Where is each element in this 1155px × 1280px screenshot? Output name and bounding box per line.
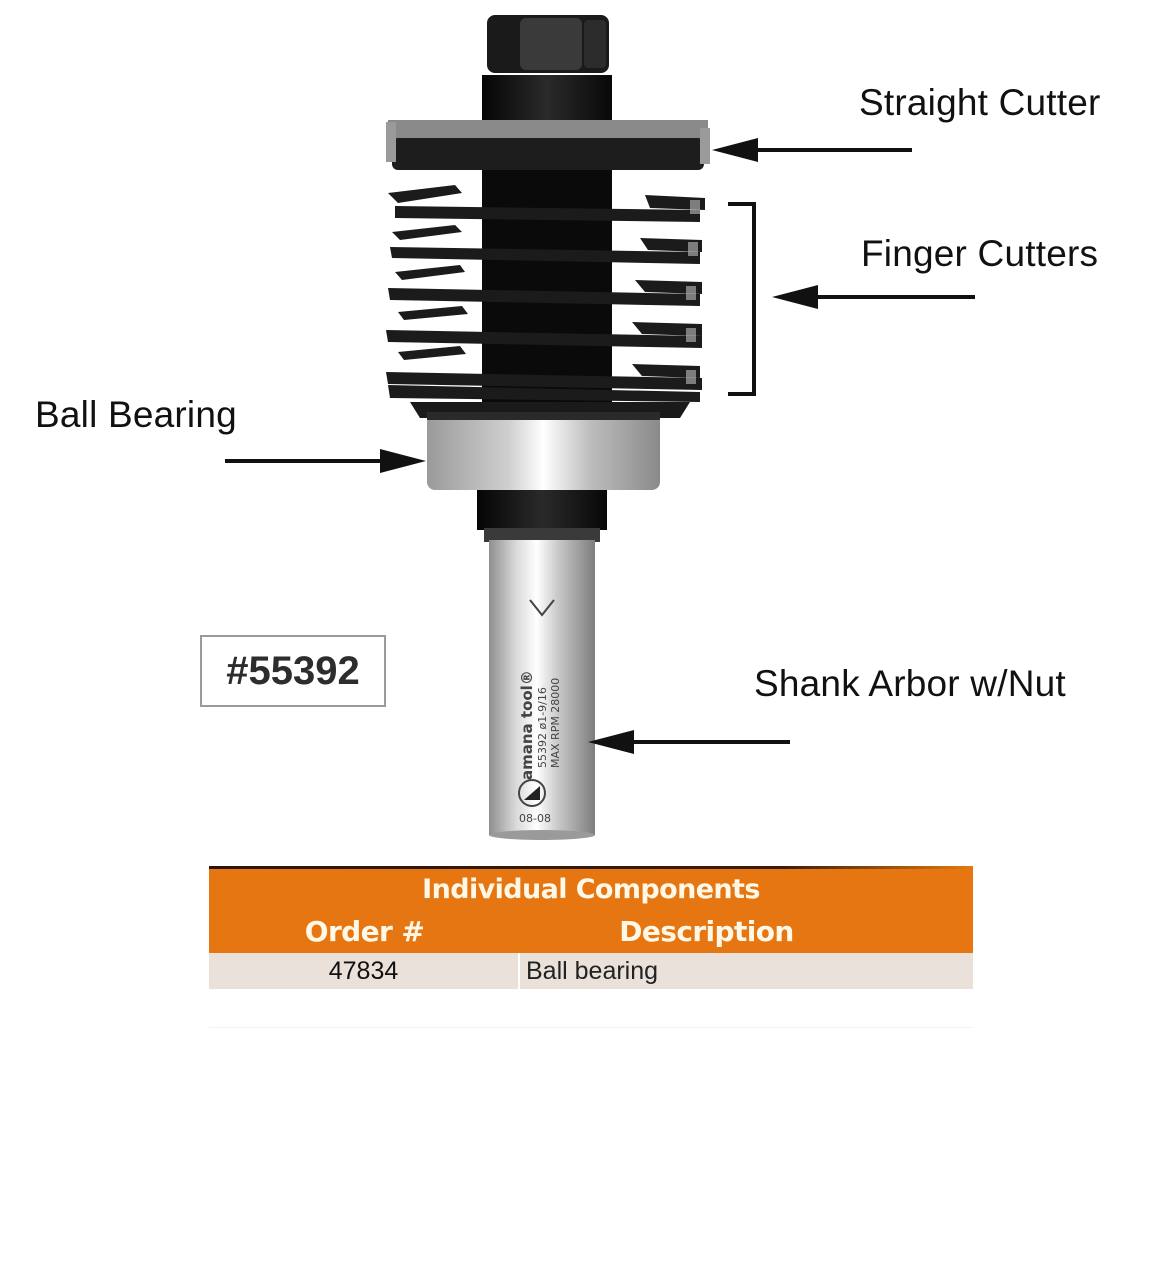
svg-text:55392 ø1-9/16: 55392 ø1-9/16 [536, 687, 549, 768]
table-column-headers: Order # Description [209, 909, 973, 953]
straight-cutter-disc [386, 120, 710, 170]
table-title: Individual Components [422, 873, 760, 905]
callout-shank-arbor-label: Shank Arbor w/Nut [754, 663, 1066, 704]
hex-nut-icon [487, 15, 609, 73]
callout-finger-cutters-label: Finger Cutters [861, 233, 1099, 274]
shank-part [489, 540, 595, 840]
finger-cutter-discs [386, 185, 705, 402]
column-header-order: Order # [304, 914, 425, 948]
finger-cutters-bracket-icon [728, 202, 756, 396]
router-bit-image: amana tool® 55392 ø1-9/16 MAX RPM 28000 … [386, 15, 710, 840]
svg-text:08-08: 08-08 [519, 812, 551, 825]
svg-text:MAX RPM 28000: MAX RPM 28000 [549, 678, 562, 768]
order-number-cell: 47834 [209, 953, 520, 989]
components-table: Individual Components Order # Descriptio… [209, 866, 973, 989]
table-row: 47834 Ball bearing [209, 953, 973, 989]
column-header-description: Description [619, 914, 794, 948]
callout-straight-cutter-label: Straight Cutter [859, 82, 1101, 123]
callout-ball-bearing-label: Ball Bearing [35, 394, 237, 435]
description-cell: Ball bearing [526, 956, 659, 985]
table-header: Individual Components Order # Descriptio… [209, 869, 973, 953]
part-number-badge: #55392 [200, 635, 386, 707]
faint-divider [209, 1027, 973, 1028]
table-top-rule [209, 866, 973, 869]
ball-bearing-part [427, 412, 660, 490]
svg-text:amana tool®: amana tool® [518, 670, 536, 780]
